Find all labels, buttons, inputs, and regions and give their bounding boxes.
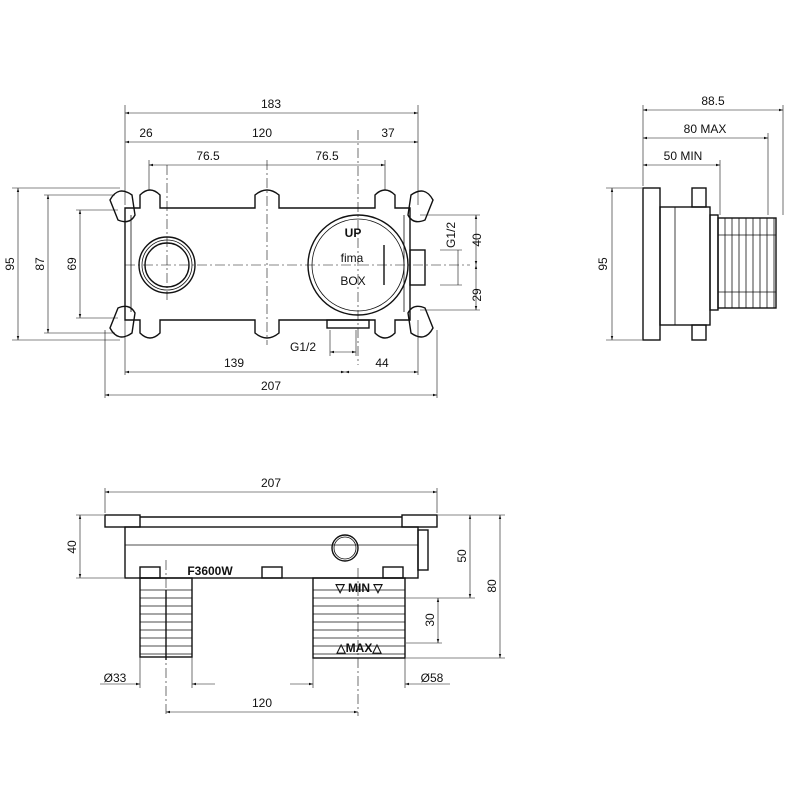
bottom-dimensions: 207 40 50 80 30 Ø33 Ø58 120 bbox=[65, 476, 505, 714]
dim-207: 207 bbox=[261, 379, 281, 393]
dim-139: 139 bbox=[224, 356, 244, 370]
dim-69: 69 bbox=[65, 257, 79, 271]
bottom-view: F3600W ▽ MIN ▽ △MAX△ bbox=[104, 514, 438, 716]
logo-up: UP bbox=[345, 226, 362, 240]
side-view bbox=[642, 187, 777, 341]
dim-207-bottom: 207 bbox=[261, 476, 281, 490]
dim-95: 95 bbox=[3, 257, 17, 271]
side-dimensions: 88.5 80 MAX 50 MIN 95 bbox=[596, 94, 784, 341]
dim-50-bottom: 50 bbox=[455, 549, 469, 563]
dim-88-5: 88.5 bbox=[701, 94, 725, 108]
dim-80-max: 80 MAX bbox=[684, 122, 727, 136]
dim-50-min: 50 MIN bbox=[664, 149, 703, 163]
dim-76-5-right: 76.5 bbox=[315, 149, 339, 163]
logo-box: BOX bbox=[340, 274, 365, 288]
dim-g12-right: G1/2 bbox=[444, 222, 458, 248]
max-mark: △MAX△ bbox=[335, 641, 382, 655]
dim-87: 87 bbox=[33, 257, 47, 271]
logo-brand: fima bbox=[341, 251, 364, 265]
dim-40-bottom: 40 bbox=[65, 540, 79, 554]
dim-30: 30 bbox=[423, 613, 437, 627]
dim-80-bottom: 80 bbox=[485, 579, 499, 593]
dim-37: 37 bbox=[381, 126, 395, 140]
dim-95-side: 95 bbox=[596, 257, 610, 271]
model-number: F3600W bbox=[187, 564, 233, 578]
dim-183: 183 bbox=[261, 97, 281, 111]
dim-dia-33: Ø33 bbox=[104, 671, 127, 685]
front-dimensions: 183 26 120 37 76.5 76.5 95 87 69 G1/2 40… bbox=[3, 97, 484, 398]
dim-120: 120 bbox=[252, 126, 272, 140]
dim-120-bottom: 120 bbox=[252, 696, 272, 710]
dim-dia-58: Ø58 bbox=[421, 671, 444, 685]
front-view: UP fima BOX bbox=[109, 130, 470, 365]
dim-g12-bottom: G1/2 bbox=[290, 340, 316, 354]
min-mark: ▽ MIN ▽ bbox=[334, 581, 383, 595]
dim-29: 29 bbox=[470, 288, 484, 302]
dim-26: 26 bbox=[139, 126, 153, 140]
dim-76-5-left: 76.5 bbox=[196, 149, 220, 163]
dim-44: 44 bbox=[375, 356, 389, 370]
dim-40: 40 bbox=[470, 233, 484, 247]
